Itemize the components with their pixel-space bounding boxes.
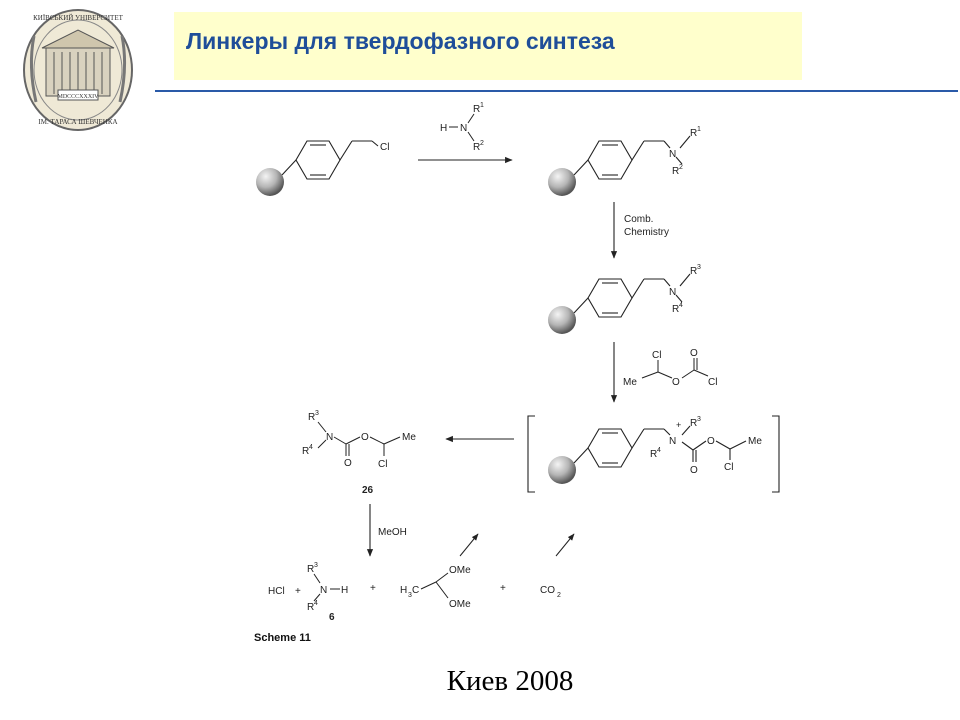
resin-bead [256, 168, 284, 196]
me-label: Me [402, 432, 416, 443]
r4-label: R [307, 602, 314, 613]
me-label: Me [748, 436, 762, 447]
acetaldehyde-dimethyl-acetal [420, 572, 449, 599]
cl-label: Cl [378, 459, 387, 470]
r4-sup: 4 [309, 444, 313, 451]
reagent-r2: R [473, 142, 480, 153]
compound-26-label: 26 [362, 485, 374, 496]
compound-6-label: 6 [329, 612, 335, 623]
resin-benzyl-chloride [256, 140, 379, 196]
right-bracket [772, 415, 780, 493]
resin-bead [548, 456, 576, 484]
h3c-c: C [412, 585, 419, 596]
r3-sup: 3 [697, 416, 701, 423]
r3-label: R [307, 564, 314, 575]
arrow-release-acetal [459, 533, 479, 557]
r4-sup: 4 [314, 600, 318, 607]
ester-o: O [361, 432, 369, 443]
logo-bottom-text: ІМ. ТАРАСА ШЕВЧЕНКА [38, 118, 117, 126]
resin-bead [548, 168, 576, 196]
plus-sign: + [500, 583, 506, 594]
arrow-release-co2 [555, 533, 575, 557]
university-logo: MDCCCXXXIV КИЇВСЬКИЙ УНІВЕРСИТЕТ ІМ. ТАР… [23, 9, 133, 131]
ester-o: O [707, 436, 715, 447]
title-band [174, 12, 802, 80]
chloroethyl-chloroformate [641, 358, 709, 379]
meoh-label: MeOH [378, 527, 407, 538]
n-label: N [669, 149, 676, 160]
co2-c: CO [540, 585, 555, 596]
co2-sub: 2 [557, 592, 561, 599]
carbamate-26 [317, 421, 401, 456]
r1-sup: 1 [697, 126, 701, 133]
resin-benzylamine-r1-r2 [548, 135, 691, 196]
page-title: Линкеры для твердофазного синтеза [186, 28, 615, 54]
title-divider [155, 90, 958, 92]
plus-sign: + [295, 586, 301, 597]
ammonium-intermediate [527, 415, 780, 493]
n-label: N [326, 432, 333, 443]
r4-label: R [672, 304, 679, 315]
logo-top-text: КИЇВСЬКИЙ УНІВЕРСИТЕТ [33, 14, 123, 22]
resin-bead [548, 306, 576, 334]
cl-label: Cl [380, 142, 389, 153]
n-label: N [669, 287, 676, 298]
hcl-label: HCl [268, 586, 285, 597]
r4-sup: 4 [679, 302, 683, 309]
logo-year: MDCCCXXXIV [57, 94, 99, 100]
r3-label: R [308, 412, 315, 423]
comb-line1: Comb. [624, 214, 653, 225]
r1-label: R [690, 128, 697, 139]
reagent-n: N [460, 123, 467, 134]
r4-label: R [302, 446, 309, 457]
reagent-cl1: Cl [652, 350, 661, 361]
r3-sup: 3 [314, 562, 318, 569]
reagent-cl2: Cl [708, 377, 717, 388]
r4-sup: 4 [657, 447, 661, 454]
cl-label: Cl [724, 462, 733, 473]
resin-benzylamine-r3-r4 [548, 273, 691, 334]
reagent-h: H [440, 123, 447, 134]
carbonyl-o: O [344, 458, 352, 469]
n-label: N [320, 585, 327, 596]
plus-charge: + [676, 420, 681, 430]
h3c-sub: 3 [408, 592, 412, 599]
reagent-carbonyl-o: O [690, 348, 698, 359]
reagent-o: O [672, 377, 680, 388]
plus-sign: + [370, 583, 376, 594]
h3c-h: H [400, 585, 407, 596]
r4-label: R [650, 449, 657, 460]
scheme-caption: Scheme 11 [254, 632, 311, 644]
reagent-r2-sup: 2 [480, 140, 484, 147]
amine-6 [313, 573, 340, 602]
r3-sup: 3 [315, 410, 319, 417]
comb-line2: Chemistry [624, 227, 669, 238]
h-label: H [341, 585, 348, 596]
footer-text: Киев 2008 [446, 665, 574, 697]
carbonyl-o: O [690, 465, 698, 476]
r3-sup: 3 [697, 264, 701, 271]
n-label: N [669, 436, 676, 447]
ome-lower: OMe [449, 599, 471, 610]
r2-label: R [672, 166, 679, 177]
r3-label: R [690, 266, 697, 277]
r2-sup: 2 [679, 164, 683, 171]
reagent-r1: R [473, 104, 480, 115]
r3-label: R [690, 418, 697, 429]
left-bracket [527, 415, 535, 493]
ome-upper: OMe [449, 565, 471, 576]
reagent-r1-sup: 1 [480, 102, 484, 109]
reagent-me: Me [623, 377, 637, 388]
